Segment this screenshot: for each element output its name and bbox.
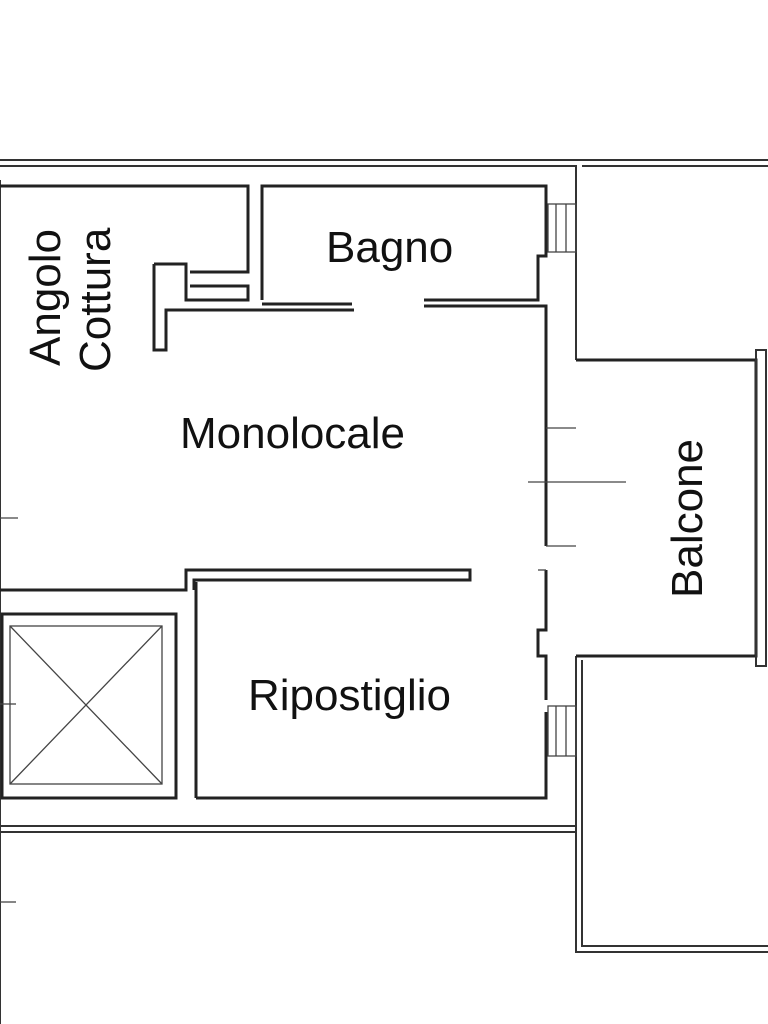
label-storage: Ripostiglio xyxy=(248,671,451,720)
elevator-shaft xyxy=(0,612,178,800)
label-kitchen-line2: Cottura xyxy=(71,227,120,372)
label-kitchen-line1: Angolo xyxy=(21,229,70,366)
bathroom-walls xyxy=(260,184,577,546)
label-studio: Monolocale xyxy=(180,409,405,458)
storage-walls xyxy=(194,569,577,800)
label-balcony: Balcone xyxy=(663,439,712,598)
studio-walls xyxy=(0,427,626,592)
kitchen-walls xyxy=(0,184,354,352)
balcony-walls xyxy=(576,349,767,667)
label-bathroom: Bagno xyxy=(326,223,453,272)
